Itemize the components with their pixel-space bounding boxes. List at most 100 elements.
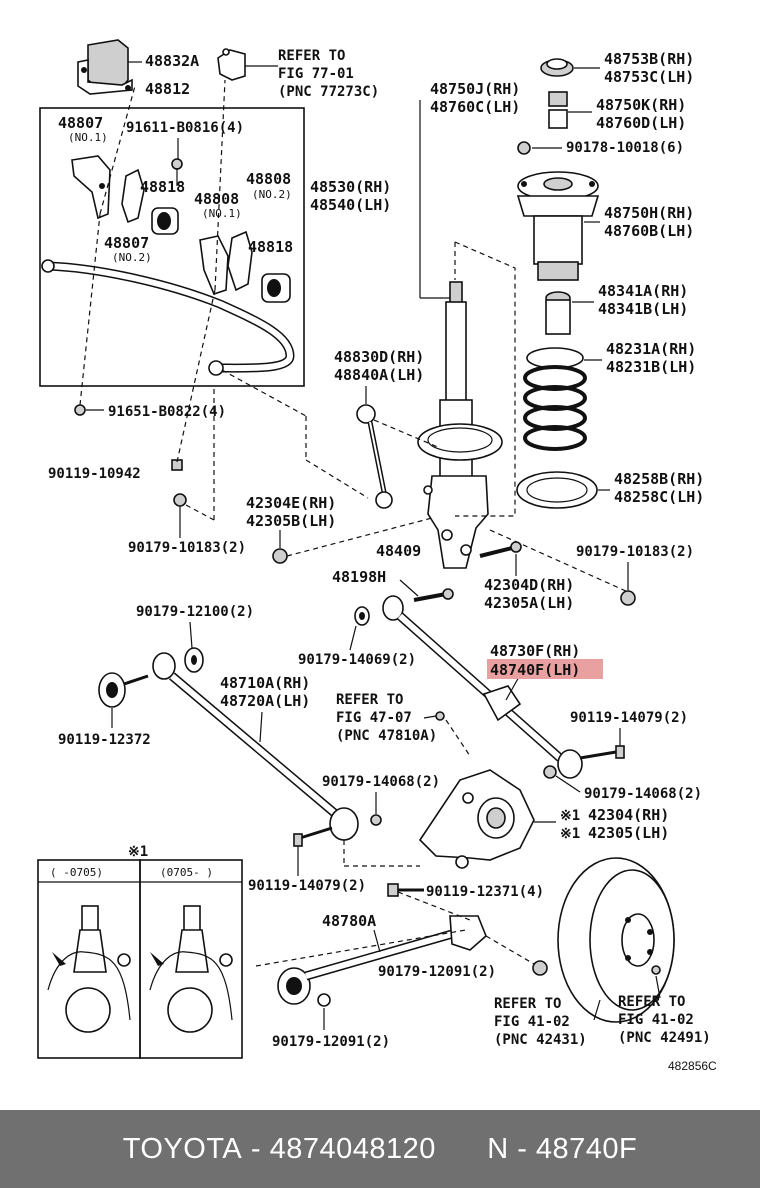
washer-90179-14069 xyxy=(354,606,370,626)
refer-41-02-a-line1: REFER TO xyxy=(494,996,561,1012)
clip-part xyxy=(217,48,246,81)
label-90179-10183-a: 90179-10183(2) xyxy=(128,540,246,556)
mark-ref-2: ※1 xyxy=(560,826,580,842)
mark-ref-1: ※1 xyxy=(560,808,580,824)
refer-41-02-a-line3: (PNC 42431) xyxy=(494,1032,587,1048)
refer-77-01-line3: (PNC 77273C) xyxy=(278,84,379,100)
bolt-91611 xyxy=(171,158,183,186)
cam-90119-12372 xyxy=(98,672,149,708)
label-48807-no1-sub: (NO.1) xyxy=(68,131,108,144)
label-48231A: 48231A(RH) xyxy=(606,340,696,358)
label-48808-no2-sub: (NO.2) xyxy=(252,188,292,201)
label-90178: 90178-10018(6) xyxy=(566,140,684,156)
nut-42304E xyxy=(272,548,288,564)
drawing-code: 482856C xyxy=(668,1059,717,1073)
inset-box-before-0705 xyxy=(37,859,141,1059)
label-48812: 48812 xyxy=(145,80,190,98)
label-48780A: 48780A xyxy=(322,912,376,930)
parts-diagram: 48832A 48812 REFER TO FIG 77-01 (PNC 772… xyxy=(37,39,717,1073)
label-48720A: 48720A(LH) xyxy=(220,692,310,710)
coil-spring-48231A xyxy=(523,347,587,451)
label-90119-14079-a: 90119-14079(2) xyxy=(570,710,688,726)
inset-title-before: ( -0705) xyxy=(50,866,103,879)
nut-90179-12091a xyxy=(532,960,548,976)
nut-90179-12100 xyxy=(184,647,204,673)
label-48832A: 48832A xyxy=(145,52,199,70)
label-48753C: 48753C(LH) xyxy=(604,68,694,86)
label-90179-12091-b: 90179-12091(2) xyxy=(272,1034,390,1050)
mount-48750H xyxy=(516,171,600,281)
spring-insulator-48258B xyxy=(516,471,598,509)
label-90179-14068-b: 90179-14068(2) xyxy=(584,786,702,802)
bracket-48807-no2 xyxy=(227,230,253,292)
footer-separator: - xyxy=(242,1132,270,1165)
label-48258B: 48258B(RH) xyxy=(614,470,704,488)
stabilizer-bar xyxy=(41,259,295,376)
refer-41-02-a-line2: FIG 41-02 xyxy=(494,1014,570,1030)
bracket-48807-no1 xyxy=(71,155,111,220)
label-91611: 91611-B0816(4) xyxy=(126,120,244,136)
nut-90179-14068a xyxy=(370,814,382,826)
label-48808-no1-sub: (NO.1) xyxy=(202,207,242,220)
label-48730F: 48730F(RH) xyxy=(490,642,580,660)
nut-90179-10183a xyxy=(173,493,187,507)
label-48808-no2: 48808 xyxy=(246,170,291,188)
label-90119-12371: 90119-12371(4) xyxy=(426,884,544,900)
label-48807-no2: 48807 xyxy=(104,234,149,252)
label-42304: 42304(RH) xyxy=(588,806,669,824)
nut-90178 xyxy=(517,141,531,155)
bolt-90119-14079a xyxy=(579,745,625,760)
label-90179-12091-a: 90179-12091(2) xyxy=(378,964,496,980)
label-48808-no1: 48808 xyxy=(194,190,239,208)
bolt-48198H xyxy=(413,588,454,602)
bumper-48341A xyxy=(545,291,571,335)
label-48760D: 48760D(LH) xyxy=(596,114,686,132)
arm-48730F xyxy=(382,595,583,779)
inset-title-after: (0705- ) xyxy=(160,866,213,879)
bracket-48832A xyxy=(77,39,133,95)
shock-absorber-48530 xyxy=(417,281,503,569)
label-42305B: 42305B(LH) xyxy=(246,512,336,530)
label-42305A: 42305A(LH) xyxy=(484,594,574,612)
bolt-90119-14079b xyxy=(293,826,333,847)
label-90179-14069: 90179-14069(2) xyxy=(298,652,416,668)
label-42304E: 42304E(RH) xyxy=(246,494,336,512)
label-42305: 42305(LH) xyxy=(588,824,669,842)
bolt-42304D xyxy=(479,541,522,558)
bracket-48808-no1 xyxy=(199,235,229,295)
inset-box-after-0705 xyxy=(139,859,243,1059)
screw-42491 xyxy=(651,965,661,975)
label-48830D: 48830D(RH) xyxy=(334,348,424,366)
label-48750K: 48750K(RH) xyxy=(596,96,686,114)
label-48341A: 48341A(RH) xyxy=(598,282,688,300)
refer-41-02-b-line3: (PNC 42491) xyxy=(618,1030,711,1046)
refer-41-02-b-line2: FIG 41-02 xyxy=(618,1012,694,1028)
label-91651: 91651-B0822(4) xyxy=(108,404,226,420)
footer-part-number: 4874048120 xyxy=(269,1132,436,1165)
refer-47-07-line3: (PNC 47810A) xyxy=(336,728,437,744)
label-48530: 48530(RH) xyxy=(310,178,391,196)
label-48409: 48409 xyxy=(376,542,421,560)
bumper-48753B xyxy=(540,58,574,77)
brake-disc-42431 xyxy=(557,857,675,1023)
label-48818-a: 48818 xyxy=(140,178,185,196)
refer-47-07-line2: FIG 47-07 xyxy=(336,710,412,726)
refer-47-07-line1: REFER TO xyxy=(336,692,403,708)
label-48818-b: 48818 xyxy=(248,238,293,256)
nut-90179-10183b xyxy=(620,590,636,606)
label-90119-14079-b: 90119-14079(2) xyxy=(248,878,366,894)
label-48753B: 48753B(RH) xyxy=(604,50,694,68)
label-48740F: 48740F(LH) xyxy=(490,661,580,679)
label-90179-12100: 90179-12100(2) xyxy=(136,604,254,620)
label-48231B: 48231B(LH) xyxy=(606,358,696,376)
footer-bar: TOYOTA - 4874048120 N - 48740F xyxy=(0,1110,760,1188)
label-90119-12372: 90119-12372 xyxy=(58,732,151,748)
label-48198H: 48198H xyxy=(332,568,386,586)
nut-90179-14068b xyxy=(543,765,557,779)
mark-ref-3: ※1 xyxy=(128,844,148,860)
nut-90179-12091b xyxy=(317,993,331,1007)
bracket-48808-no2 xyxy=(121,168,145,224)
collar-48750K xyxy=(548,91,568,129)
refer-77-01-line2: FIG 77-01 xyxy=(278,66,354,82)
bolt-91651 xyxy=(74,404,86,416)
